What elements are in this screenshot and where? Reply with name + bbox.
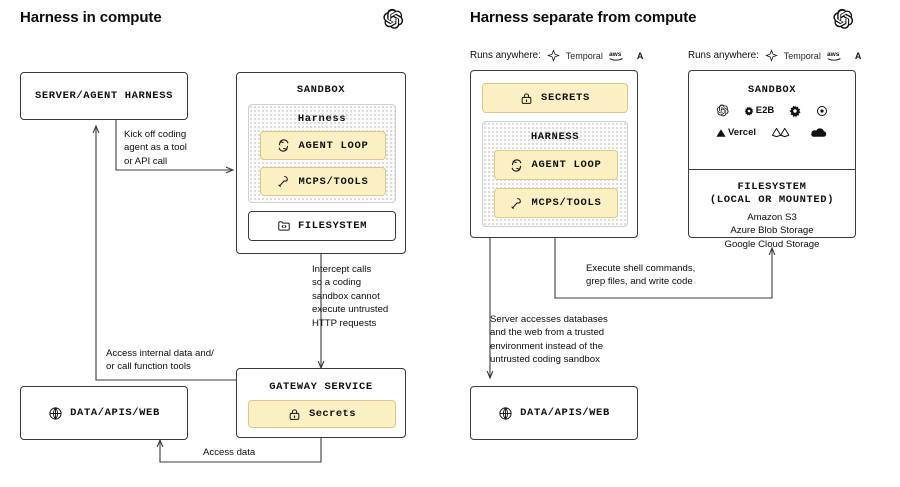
modal-logo: [816, 105, 828, 117]
box-data-apis-web-left-label: DATA/APIS/WEB: [70, 407, 160, 419]
hammer-icon: [510, 197, 523, 210]
svg-text:aws: aws: [827, 51, 840, 58]
annotation-server-accesses: Server accesses databases and the web fr…: [490, 314, 608, 366]
lock-icon: [520, 92, 533, 105]
box-data-apis-web-left[interactable]: DATA/APIS/WEB: [20, 386, 188, 440]
chip-secrets-left[interactable]: Secrets: [248, 400, 396, 428]
sandbox-divider: [689, 169, 855, 170]
chip-mcps-tools-right[interactable]: MCPS/TOOLS: [494, 188, 618, 218]
openai-logo-left: [382, 8, 404, 30]
chip-secrets-right[interactable]: SECRETS: [482, 83, 628, 113]
runs-anywhere-right-label: Runs anywhere:: [688, 50, 759, 61]
runs-anywhere-right: Runs anywhere: Temporal aws A: [688, 49, 861, 62]
chip-secrets-left-label: Secrets: [309, 408, 356, 420]
folder-code-icon: [277, 219, 291, 233]
panel-harness-in-compute: Harness in compute SERVER/AGENT HARNESS …: [20, 8, 406, 458]
chip-mcps-tools-left[interactable]: MCPS/TOOLS: [260, 167, 386, 196]
globe-icon: [498, 406, 513, 421]
refresh-loop-icon: [277, 139, 290, 152]
annotation-access-data: Access data: [203, 447, 256, 458]
temporal-logo: [546, 49, 560, 62]
box-server-agent-harness[interactable]: SERVER/AGENT HARNESS: [20, 72, 188, 120]
hammer-icon: [277, 175, 290, 188]
aws-logo: aws: [827, 49, 849, 62]
globe-icon: [48, 406, 63, 421]
page-title-right: Harness separate from compute: [470, 9, 697, 26]
openai-logo-right: [832, 8, 854, 30]
runs-anywhere-left: Runs anywhere: Temporal aws A: [470, 49, 643, 62]
box-gateway-service[interactable]: GATEWAY SERVICE Secrets: [236, 368, 406, 438]
box-harness-left: Harness AGENT LOOP MCPS/TOOLS: [248, 104, 396, 203]
box-sandbox-left[interactable]: SANDBOX Harness AGENT LOOP: [236, 72, 406, 254]
temporal-logo: [764, 49, 778, 62]
chip-secrets-right-label: SECRETS: [540, 92, 590, 104]
box-harness-left-label: Harness: [297, 113, 347, 125]
chip-mcps-tools-left-label: MCPS/TOOLS: [298, 175, 369, 188]
openai-logo: [716, 104, 729, 117]
runs-anywhere-left-label: Runs anywhere:: [470, 50, 541, 61]
annotation-access-internal: Access internal data and/ or call functi…: [106, 348, 214, 373]
box-harness-right-label: HARNESS: [530, 131, 580, 143]
box-harness-right: HARNESS AGENT LOOP MCPS/TOOLS: [482, 121, 628, 227]
chip-mcps-tools-right-label: MCPS/TOOLS: [531, 197, 602, 209]
box-sandbox-right[interactable]: SANDBOX E2B: [688, 70, 856, 250]
vercel-label: Vercel: [728, 127, 756, 138]
box-data-apis-web-right[interactable]: DATA/APIS/WEB: [470, 386, 638, 440]
e2b-label: E2B: [755, 105, 775, 116]
daytona-logo: [789, 105, 801, 117]
chip-agent-loop-right[interactable]: AGENT LOOP: [494, 150, 618, 180]
e2b-logo: E2B: [744, 105, 774, 116]
page-title-left: Harness in compute: [20, 9, 162, 26]
morph-logo: [771, 126, 793, 139]
box-harness-container-right[interactable]: SECRETS HARNESS AGENT LOOP: [470, 70, 638, 238]
box-data-apis-web-right-label: DATA/APIS/WEB: [520, 407, 610, 419]
box-filesystem-left[interactable]: FILESYSTEM: [248, 211, 396, 241]
sandbox-vendor-row-2: Vercel: [716, 126, 828, 139]
cloudflare-logo: [808, 127, 828, 139]
temporal-label: Temporal: [565, 50, 603, 61]
box-filesystem-left-label: FILESYSTEM: [297, 220, 367, 232]
aws-logo: aws: [609, 49, 631, 62]
box-filesystem-right-title: FILESYSTEM (LOCAL OR MOUNTED): [709, 181, 835, 206]
chip-agent-loop-right-label: AGENT LOOP: [531, 159, 602, 171]
panel-harness-separate-from-compute: Harness separate from compute Runs anywh…: [450, 0, 900, 487]
annotation-intercept: Intercept calls so a coding sandbox cann…: [312, 264, 389, 329]
box-server-agent-harness-label: SERVER/AGENT HARNESS: [34, 90, 174, 102]
chip-agent-loop-left-label: AGENT LOOP: [298, 139, 369, 152]
box-gateway-service-label: GATEWAY SERVICE: [269, 381, 373, 393]
svg-text:aws: aws: [609, 51, 622, 58]
refresh-loop-icon: [510, 158, 523, 172]
azure-logo: A: [854, 50, 862, 61]
annotation-execute-shell: Execute shell commands, grep files, and …: [586, 263, 696, 288]
box-sandbox-left-label: SANDBOX: [296, 84, 346, 96]
vercel-logo: Vercel: [716, 127, 756, 138]
box-sandbox-right-label: SANDBOX: [747, 84, 797, 96]
lock-icon: [288, 408, 301, 421]
azure-logo: A: [636, 50, 644, 61]
temporal-label: Temporal: [783, 50, 821, 61]
annotation-kick-off: Kick off coding agent as a tool or API c…: [124, 129, 187, 167]
sandbox-vendor-row-1: E2B: [716, 104, 828, 117]
chip-agent-loop-left[interactable]: AGENT LOOP: [260, 131, 386, 160]
box-filesystem-right-list: Amazon S3 Azure Blob Storage Google Clou…: [724, 212, 820, 250]
sandbox-vendor-icons: E2B Vercel: [689, 104, 855, 139]
